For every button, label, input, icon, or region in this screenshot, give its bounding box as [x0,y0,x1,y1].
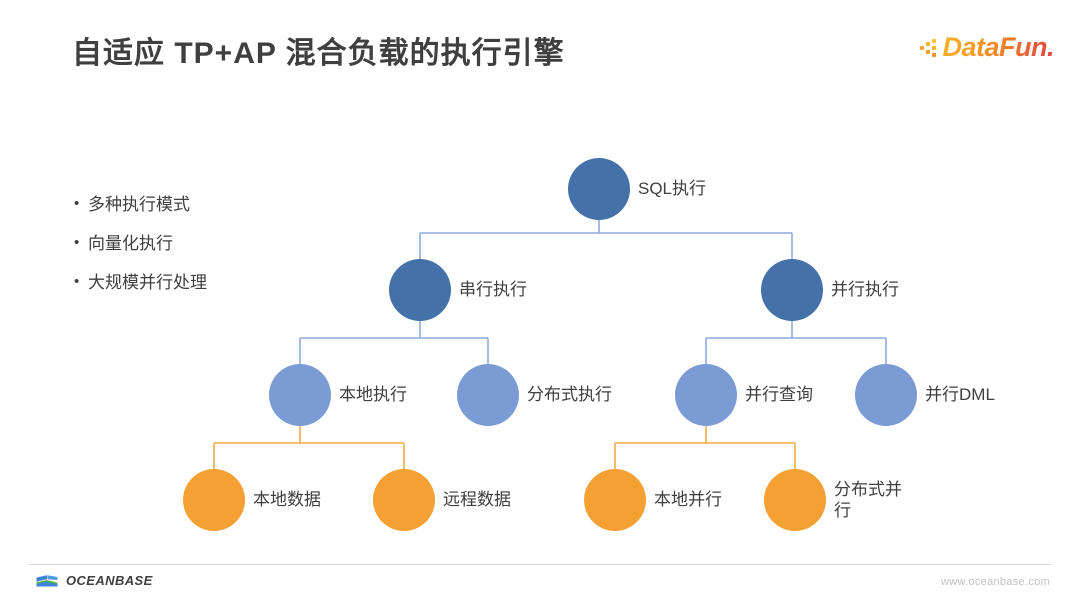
footer-url: www.oceanbase.com [940,576,1050,588]
bullet-dot-icon: • [74,234,80,251]
bullet-label: 大规模并行处理 [88,273,207,292]
tree-node-par-dml: 并行DML [855,364,995,426]
oceanbase-wordmark: OCEANBASE [66,573,153,588]
node-circle [373,469,435,531]
node-label: 远程数据 [443,490,511,510]
datafun-logo: DataFun. [919,30,1054,64]
oceanbase-mark-icon [36,574,58,586]
node-circle [183,469,245,531]
tree-node-local-par: 本地并行 [584,469,722,531]
bullet-label: 向量化执行 [88,234,173,253]
list-item: • 多种执行模式 [74,195,324,214]
node-label: 本地并行 [654,490,722,510]
bullet-dot-icon: • [74,273,80,290]
tree-node-parallel: 并行执行 [761,259,899,321]
node-circle [855,364,917,426]
node-circle [389,259,451,321]
node-label: 分布式并行 [834,479,902,520]
node-label: SQL执行 [638,179,707,199]
node-circle [764,469,826,531]
node-circle [761,259,823,321]
node-label: 本地数据 [253,490,321,510]
tree-node-dist-par: 分布式并行 [764,469,914,531]
page-title: 自适应 TP+AP 混合负载的执行引擎 [72,37,565,70]
node-label: 并行DML [925,385,995,405]
footer-divider [28,564,1052,565]
list-item: • 大规模并行处理 [74,273,324,292]
bullet-label: 多种执行模式 [88,195,190,214]
node-label: 并行执行 [831,280,899,300]
feature-bullet-list: • 多种执行模式 • 向量化执行 • 大规模并行处理 [74,195,324,313]
bullet-dot-icon: • [74,195,80,212]
oceanbase-logo: OCEANBASE [36,573,153,588]
node-label: 分布式执行 [527,385,612,405]
datafun-dots-icon [920,38,937,58]
list-item: • 向量化执行 [74,234,324,253]
tree-node-sql: SQL执行 [568,158,706,220]
tree-node-remote-data: 远程数据 [373,469,511,531]
tree-node-local-exec: 本地执行 [269,364,407,426]
node-circle [269,364,331,426]
node-label: 并行查询 [745,385,813,405]
datafun-wordmark: DataFun. [942,31,1054,62]
node-label: 串行执行 [459,280,527,300]
node-circle [584,469,646,531]
node-circle [568,158,630,220]
tree-node-dist-exec: 分布式执行 [457,364,612,426]
tree-node-serial: 串行执行 [389,259,527,321]
node-label: 本地执行 [339,385,407,405]
tree-node-local-data: 本地数据 [183,469,321,531]
node-circle [457,364,519,426]
node-circle [675,364,737,426]
tree-node-par-query: 并行查询 [675,364,813,426]
